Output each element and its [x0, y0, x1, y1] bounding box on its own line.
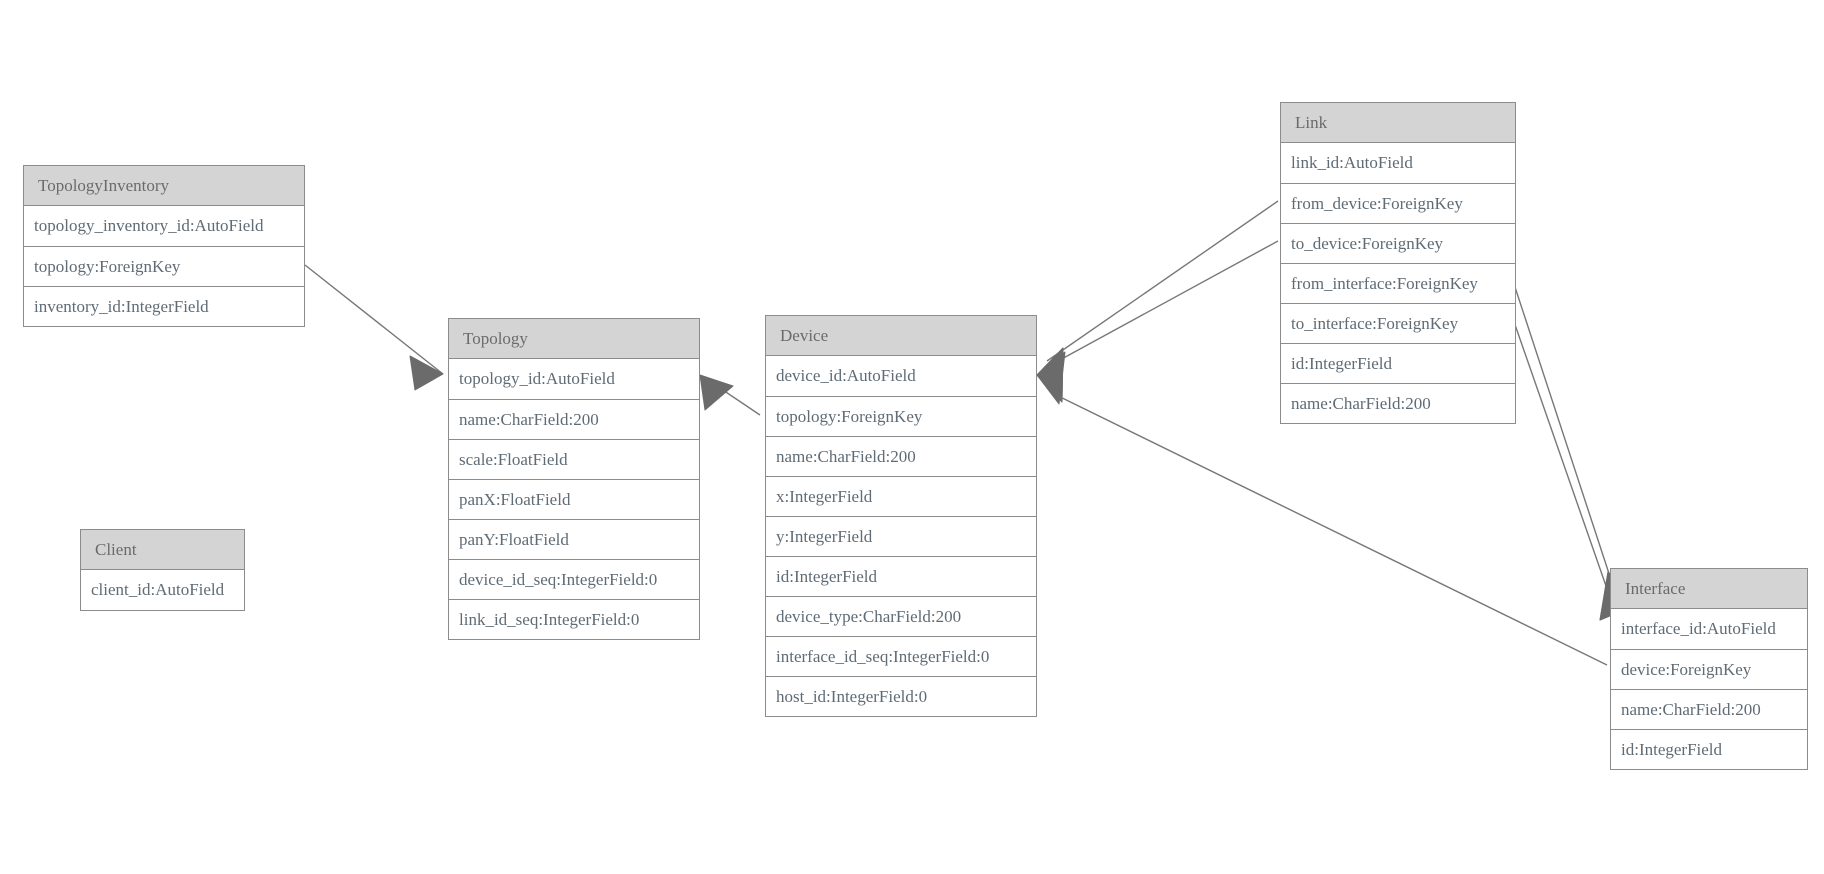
attribute-row[interactable]: panY:FloatField: [449, 519, 699, 559]
attribute-row[interactable]: id:IntegerField: [1281, 343, 1515, 383]
attribute-row[interactable]: scale:FloatField: [449, 439, 699, 479]
relationship-line: [1504, 295, 1614, 607]
entity-box-device[interactable]: Device device_id:AutoField topology:Foreig…: [765, 315, 1037, 717]
relationship-line: [1046, 200, 1279, 362]
attribute-row[interactable]: name:CharField:200: [1281, 383, 1515, 423]
attribute-row[interactable]: from_interface:ForeignKey: [1281, 263, 1515, 303]
attribute-row[interactable]: name:CharField:200: [449, 399, 699, 439]
entity-box-topology[interactable]: Topology topology_id:AutoField name:CharFi…: [448, 318, 700, 640]
entity-box-interface[interactable]: Interface interface_id:AutoField device:Fo…: [1610, 568, 1808, 770]
attribute-row[interactable]: inventory_id:IntegerField: [24, 286, 304, 326]
relationship-edge: [1036, 200, 1279, 403]
entity-title-topologyinventory: TopologyInventory: [24, 166, 304, 206]
relationship-edge: [304, 264, 444, 391]
entity-title-device: Device: [766, 316, 1036, 356]
relationship-line: [1512, 280, 1620, 605]
attribute-row[interactable]: y:IntegerField: [766, 516, 1036, 556]
attribute-row[interactable]: topology:ForeignKey: [766, 396, 1036, 436]
entity-title-topology: Topology: [449, 319, 699, 359]
relationship-arrowhead-icon: [1036, 351, 1066, 405]
attribute-row[interactable]: topology:ForeignKey: [24, 246, 304, 286]
relationship-line: [304, 264, 444, 375]
entity-title-client: Client: [81, 530, 244, 570]
entity-title-link: Link: [1281, 103, 1515, 143]
relationship-edge: [699, 374, 761, 416]
relationship-edge: [1036, 240, 1279, 403]
relationship-arrowhead-icon: [1036, 347, 1064, 403]
relationship-arrowhead-icon: [1036, 347, 1064, 403]
attribute-row[interactable]: interface_id_seq:IntegerField:0: [766, 636, 1036, 676]
attribute-row[interactable]: name:CharField:200: [1611, 689, 1807, 729]
attribute-row[interactable]: device_id_seq:IntegerField:0: [449, 559, 699, 599]
relationship-line: [1046, 240, 1279, 368]
attribute-row[interactable]: id:IntegerField: [1611, 729, 1807, 769]
attribute-row[interactable]: from_device:ForeignKey: [1281, 183, 1515, 223]
attribute-row[interactable]: interface_id:AutoField: [1621, 619, 1776, 638]
entity-attribute-list: client_id:AutoField: [81, 570, 244, 610]
attribute-row[interactable]: topology_id:AutoField: [459, 369, 615, 388]
relationship-line: [1049, 391, 1608, 666]
attribute-row[interactable]: link_id:AutoField: [1291, 153, 1413, 172]
attribute-row[interactable]: to_device:ForeignKey: [1281, 223, 1515, 263]
entity-box-client[interactable]: Client client_id:AutoField: [80, 529, 245, 611]
relationship-arrowhead-icon: [699, 374, 734, 411]
attribute-row[interactable]: device_id:AutoField: [776, 366, 916, 385]
attribute-row[interactable]: name:CharField:200: [766, 436, 1036, 476]
attribute-row[interactable]: device:ForeignKey: [1611, 649, 1807, 689]
attribute-row[interactable]: to_interface:ForeignKey: [1281, 303, 1515, 343]
attribute-row[interactable]: host_id:IntegerField:0: [766, 676, 1036, 716]
entity-attribute-list: topology_inventory_id:AutoField topology:…: [24, 206, 304, 326]
attribute-row[interactable]: topology_inventory_id:AutoField: [34, 216, 264, 235]
attribute-row[interactable]: x:IntegerField: [766, 476, 1036, 516]
entity-box-link[interactable]: Link link_id:AutoField from_device:Foreign…: [1280, 102, 1516, 424]
relationship-arrowhead-icon: [409, 355, 444, 391]
attribute-row[interactable]: panX:FloatField: [449, 479, 699, 519]
relationship-line: [704, 377, 761, 416]
attribute-row[interactable]: link_id_seq:IntegerField:0: [449, 599, 699, 639]
entity-title-interface: Interface: [1611, 569, 1807, 609]
attribute-row[interactable]: device_type:CharField:200: [766, 596, 1036, 636]
attribute-row[interactable]: client_id:AutoField: [91, 580, 225, 599]
attribute-row[interactable]: id:IntegerField: [766, 556, 1036, 596]
